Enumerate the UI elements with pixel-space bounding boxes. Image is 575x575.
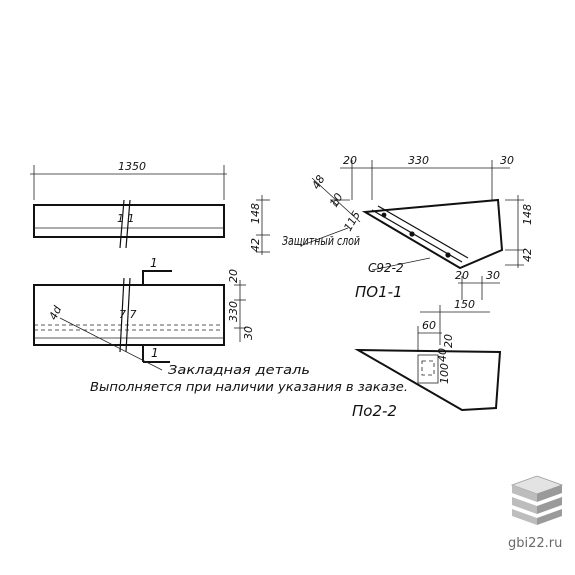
notes: Закладная деталь Выполняется при наличии…	[90, 363, 408, 394]
dim-20-top: 20	[343, 154, 357, 167]
svg-text:7 7: 7 7	[119, 308, 137, 321]
dim-20-vert: 20	[227, 269, 240, 283]
dim-length: 1350	[118, 160, 146, 173]
cut-1-bottom: 1	[151, 346, 159, 360]
dim-60: 60	[422, 319, 436, 332]
logo-icon	[510, 475, 564, 525]
beam-top-view: 1350 1 1	[30, 160, 227, 249]
section-title-1: ПО1-1	[355, 283, 403, 301]
note-order: Выполняется при наличии указания в заказ…	[90, 380, 408, 394]
beam-front-view: 7 7 1 1 4d 20 330 30	[33, 256, 255, 371]
watermark-site: gbi22.ru	[508, 536, 563, 551]
dim-148-right: 148	[521, 204, 534, 225]
section-2-2: 20 30 150 60 20 100 40 По2-2	[352, 269, 502, 420]
dim-330-top: 330	[408, 154, 429, 167]
dim-115: 115	[341, 209, 363, 234]
dim-42-left: 42	[249, 238, 262, 252]
svg-text:1 1: 1 1	[117, 212, 135, 225]
dim-100: 100	[438, 363, 451, 384]
cut-1-top: 1	[150, 256, 158, 270]
dim-30-vert: 30	[242, 326, 255, 340]
dim-330-vert: 330	[227, 301, 240, 322]
label-rebar-mark: С92-2	[368, 261, 404, 275]
dim-4d: 4d	[47, 303, 65, 322]
section-1-left-dims: 148 42	[249, 195, 270, 255]
dim-20-sec2: 20	[442, 334, 455, 348]
dim-30-top: 30	[500, 154, 514, 167]
label-protective-layer: Защитный слой	[282, 234, 360, 248]
dim-30-mid: 30	[486, 269, 500, 282]
label-embedded-part: Закладная деталь	[168, 363, 310, 377]
dim-150: 150	[454, 298, 475, 311]
dim-42-right: 42	[521, 248, 534, 262]
dim-148-left: 148	[249, 203, 262, 224]
section-title-2: По2-2	[352, 402, 397, 420]
dim-48: 48	[309, 173, 327, 192]
dim-20-mid: 20	[455, 269, 469, 282]
